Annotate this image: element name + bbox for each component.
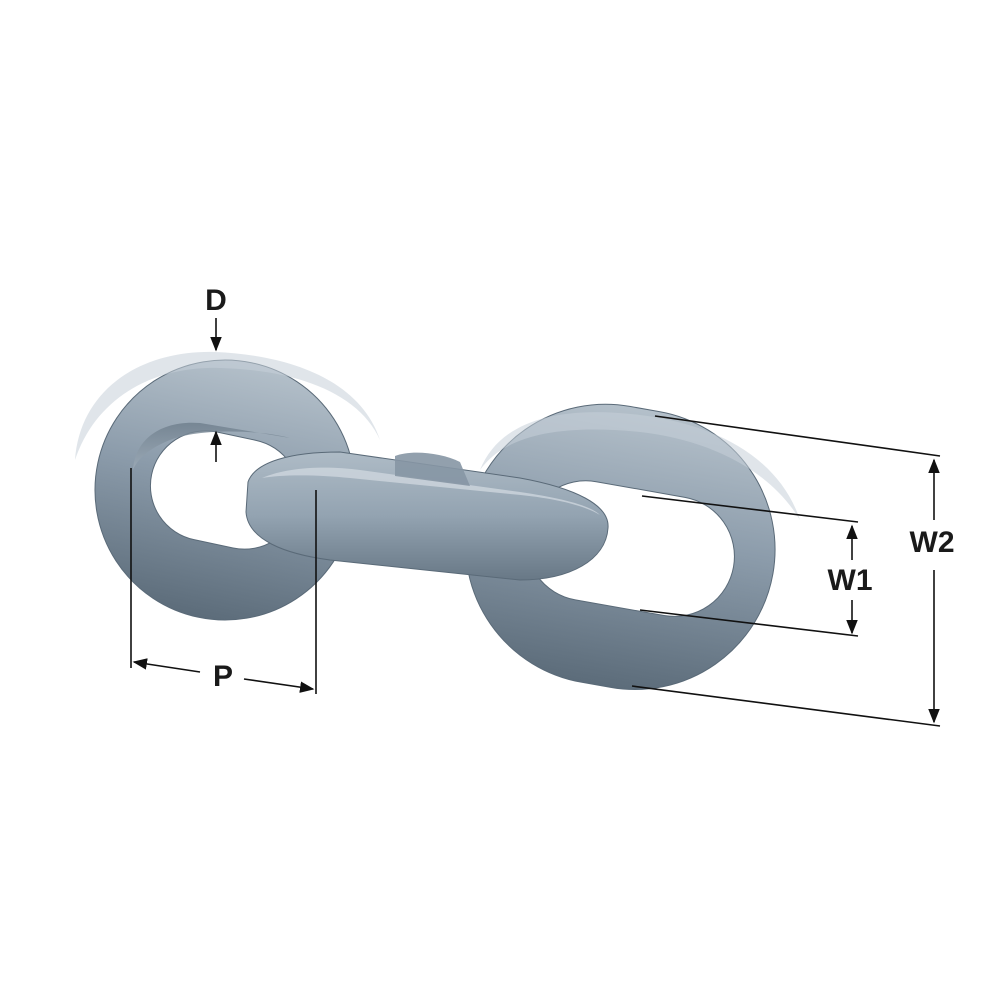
middle-chain-link <box>245 451 609 581</box>
left-chain-link <box>75 351 380 621</box>
dimension-p: P <box>130 468 317 694</box>
w2-extension-bottom <box>631 685 941 727</box>
label-p: P <box>213 660 233 693</box>
p-arrow-left <box>132 658 201 673</box>
label-d: D <box>205 284 227 317</box>
dimension-w1: W1 <box>639 495 873 637</box>
w1-extension-top <box>641 495 859 523</box>
right-chain-link <box>465 403 800 690</box>
label-w2: W2 <box>910 526 955 559</box>
dimension-w2: W2 <box>631 415 955 727</box>
w2-extension-top <box>654 415 941 457</box>
w1-extension-bottom <box>639 609 859 637</box>
dimension-d: D <box>205 284 227 462</box>
p-arrow-right <box>243 678 315 693</box>
label-w1: W1 <box>828 564 873 597</box>
